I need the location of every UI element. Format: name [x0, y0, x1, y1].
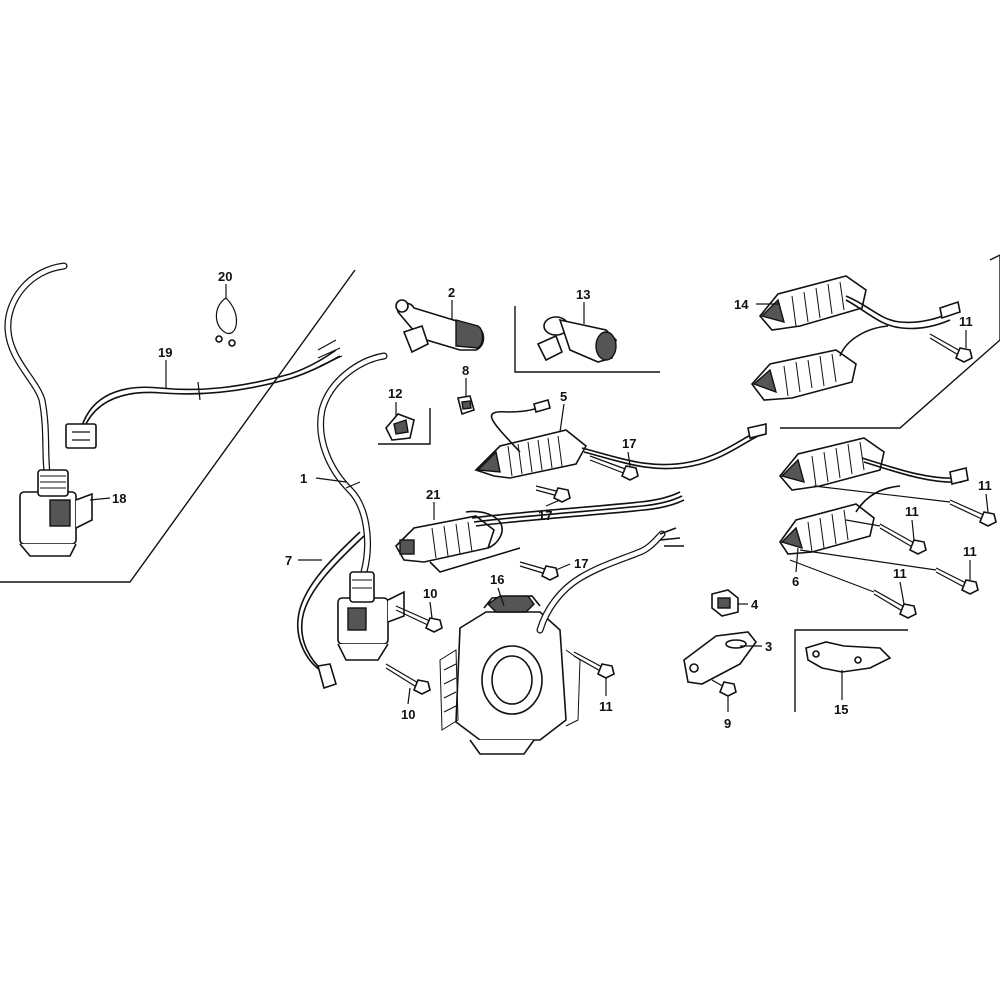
callout-15: 15 — [834, 702, 848, 717]
callout-21: 21 — [426, 487, 440, 502]
leader-10b — [407, 687, 411, 705]
clip-8 — [457, 395, 475, 416]
leader-11-ra — [985, 493, 989, 513]
clip-12 — [385, 413, 415, 441]
plate-3 — [683, 631, 758, 685]
bolt-17-upper — [589, 455, 639, 481]
bolt-11-right-d — [873, 589, 917, 619]
leader-6 — [795, 547, 799, 573]
callout-9: 9 — [724, 716, 731, 731]
leader-11-rb — [911, 519, 915, 541]
leader-16 — [497, 587, 505, 607]
callout-10b: 10 — [401, 707, 415, 722]
callout-7: 7 — [285, 553, 292, 568]
right-group-frame — [780, 254, 1000, 429]
ignition-coil — [337, 571, 405, 661]
control-unit-18 — [19, 469, 93, 557]
callout-3: 3 — [765, 639, 772, 654]
callout-17a: 17 — [622, 436, 636, 451]
callout-4: 4 — [751, 597, 759, 612]
callout-20: 20 — [218, 269, 232, 284]
coil-14-upper — [758, 275, 961, 331]
callout-10a: 10 — [423, 586, 437, 601]
bolt-11-right-c — [935, 567, 979, 595]
high-tension-cord-1 — [317, 352, 388, 576]
callout-6: 6 — [792, 574, 799, 589]
callout-5: 5 — [560, 389, 567, 404]
coil-14-lower — [750, 325, 889, 401]
callout-18: 18 — [112, 491, 126, 506]
bolt-17-lower — [519, 561, 559, 581]
leader-11-rd — [899, 581, 905, 605]
grommet-4 — [711, 589, 739, 617]
bolt-10-lower — [385, 663, 431, 695]
callout-11-stator: 11 — [599, 699, 613, 714]
callout-19: 19 — [158, 345, 172, 360]
callout-13: 13 — [576, 287, 590, 302]
callout-11-rd: 11 — [893, 566, 907, 581]
callout-17c: 17 — [574, 556, 588, 571]
bolt-11-top — [929, 333, 973, 363]
callout-11-ra: 11 — [978, 478, 992, 493]
bracket-15 — [805, 641, 892, 673]
callout-11-rc: 11 — [963, 544, 977, 559]
callout-17b: 17 — [538, 508, 552, 523]
bolt-9 — [711, 679, 737, 697]
left-group-frame — [0, 269, 356, 583]
leader-10a — [429, 601, 433, 619]
callout-8: 8 — [462, 363, 469, 378]
leader-17c — [555, 563, 571, 571]
leader-coil6-bolt-4 — [789, 559, 875, 593]
leader-coil6-bolt — [813, 485, 951, 503]
bolt-10-upper — [395, 605, 443, 633]
bracket-15-frame — [794, 629, 908, 712]
leader-17a — [627, 451, 631, 467]
bolt-17-middle — [535, 485, 571, 503]
stator-16 — [439, 527, 684, 755]
charge-coil-5 — [474, 399, 767, 479]
leader-coil6-bolt-3 — [799, 549, 937, 571]
bolt-11-right-b — [879, 523, 927, 555]
bolt-11-right-a — [949, 499, 997, 527]
coil-6-upper — [778, 437, 969, 491]
ground-wire-7 — [296, 531, 365, 690]
spark-plug-cap-2 — [395, 299, 485, 354]
callout-2: 2 — [448, 285, 455, 300]
leader-18 — [89, 497, 111, 501]
wire-harness-19 — [4, 262, 343, 484]
leader-5 — [559, 403, 565, 433]
callout-1: 1 — [300, 471, 307, 486]
callout-14: 14 — [734, 297, 749, 312]
spark-plug-cap-13 — [536, 316, 617, 363]
callout-11-rb: 11 — [905, 504, 919, 519]
bolt-11-stator — [573, 651, 615, 679]
charge-coil-21 — [395, 491, 685, 573]
leader-17b — [545, 499, 561, 507]
clip-20 — [215, 297, 238, 347]
callout-16: 16 — [490, 572, 504, 587]
leader-1 — [315, 477, 347, 483]
callout-11-top: 11 — [959, 314, 973, 329]
callout-12: 12 — [388, 386, 402, 401]
cap-13-frame — [514, 306, 660, 373]
clip-12-frame — [378, 408, 431, 445]
coil-6-lower — [779, 485, 901, 555]
leader-coil6-bolt-2 — [845, 519, 881, 527]
